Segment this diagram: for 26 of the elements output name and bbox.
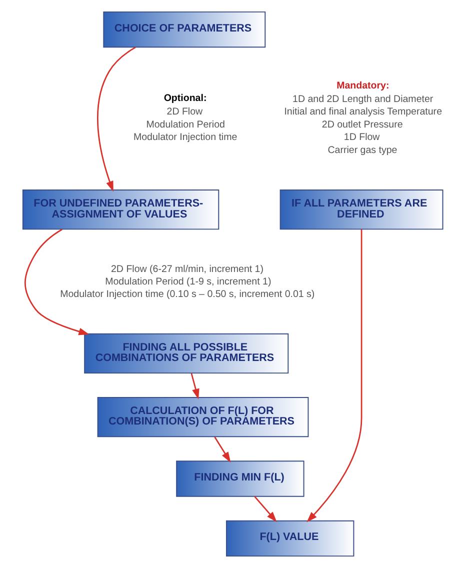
label: Modulator Injection time <box>134 132 238 144</box>
arrow <box>190 373 200 400</box>
arrow <box>97 46 136 192</box>
node-box: FINDING ALL POSSIBLE COMBINATIONS OF PARAMETERS <box>84 333 289 374</box>
node-box: CALCULATION OF F(L) FOR COMBINATION(S) OF PARAMETERS <box>97 397 309 438</box>
label: Initial and final analysis Temperature <box>284 106 442 118</box>
label: 1D and 2D Length and Diameter <box>292 94 434 105</box>
label: 2D Flow <box>166 106 203 118</box>
node-box: CHOICE OF PARAMETERS <box>103 11 266 48</box>
label: Modulation Period <box>146 119 225 130</box>
arrow <box>24 228 90 336</box>
label: Mandatory: <box>336 80 390 92</box>
node-box: FINDING MIN F(L) <box>176 460 304 497</box>
label: 1D Flow <box>344 132 380 144</box>
node-box: IF ALL PARAMETERS ARE DEFINED <box>280 190 444 230</box>
label: 2D outlet Pressure <box>322 119 403 130</box>
label: Optional: <box>164 92 207 104</box>
label: Carrier gas type <box>328 144 398 156</box>
arrow <box>254 496 277 522</box>
label: 2D Flow (6-27 ml/min, increment 1) <box>110 264 264 275</box>
label: Modulation Period (1-9 s, increment 1) <box>105 276 272 288</box>
node-box: F(L) VALUE <box>226 520 354 557</box>
arrow <box>306 229 362 522</box>
label: Modulator Injection time (0.10 s – 0.50 s, increment 0.01 s) <box>60 289 315 300</box>
node-box: FOR UNDEFINED PARAMETERS-ASSIGNMENT OF VALUES <box>22 190 220 230</box>
arrow <box>214 436 231 463</box>
